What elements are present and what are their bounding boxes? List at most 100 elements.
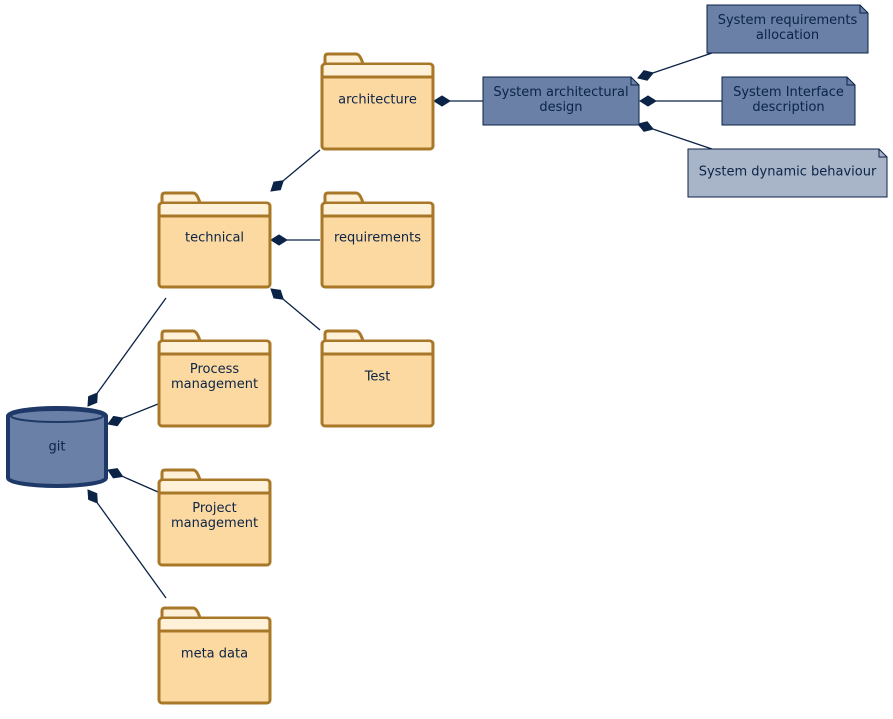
connector-technical-architecture — [270, 149, 321, 192]
folder-header-band — [324, 65, 431, 76]
folder-body — [157, 201, 272, 289]
connector-architecture-system-architectural-design — [433, 95, 483, 107]
composition-diamond — [107, 468, 124, 479]
connector-line — [122, 403, 159, 419]
folder-icon — [320, 191, 435, 289]
system-architectural-design-label-line-2: design — [539, 100, 582, 115]
note-icon — [687, 148, 888, 198]
connector-line — [122, 475, 159, 493]
folder-header-band — [324, 342, 431, 353]
composition-diamond — [87, 489, 98, 504]
connector-line — [652, 52, 713, 74]
connector-line — [96, 297, 167, 394]
system-dynamic-behaviour-label: System dynamic behaviour — [699, 165, 877, 180]
connector-design-system-dynamic-behaviour — [637, 121, 713, 150]
connector-git-project-management — [107, 468, 159, 493]
folder-body — [320, 201, 435, 289]
folder-icon — [157, 191, 272, 289]
test[interactable]: Test — [320, 329, 435, 428]
connector-design-system-requirements-allocation — [637, 52, 713, 81]
note-body — [687, 148, 888, 198]
git-label: git — [49, 440, 66, 455]
folder-icon — [320, 52, 435, 151]
note-icon — [706, 4, 869, 54]
meta-data[interactable]: meta data — [157, 606, 272, 705]
connector-git-technical — [87, 297, 167, 407]
note-icon — [721, 76, 856, 126]
architecture-label: architecture — [338, 93, 417, 108]
test-label: Test — [364, 370, 391, 385]
note-fold — [878, 149, 887, 158]
nodes: architecture technical requirementsProcess… — [6, 4, 888, 705]
connector-design-system-interface-description — [639, 95, 722, 107]
note-fold — [859, 5, 868, 14]
connector-git-meta-data — [87, 489, 167, 599]
note-fold — [846, 77, 855, 86]
connector-git-process-management — [107, 403, 159, 427]
system-interface-description-label-line-2: description — [752, 100, 824, 115]
note-body — [482, 76, 640, 126]
note-body — [706, 4, 869, 54]
connectors — [87, 52, 722, 599]
meta-data-label: meta data — [181, 647, 248, 662]
folder-body — [157, 616, 272, 705]
requirements-label: requirements — [334, 231, 421, 246]
folder-tab — [160, 468, 203, 482]
folder-body — [320, 339, 435, 428]
folder-tab — [323, 329, 366, 343]
composition-diamond — [270, 180, 284, 192]
connector-technical-requirements — [270, 234, 320, 246]
folder-tab — [323, 191, 366, 205]
composition-diamond — [637, 70, 655, 81]
folder-icon — [157, 606, 272, 705]
architecture[interactable]: architecture — [320, 52, 435, 151]
folder-header-band — [161, 619, 268, 630]
note-fold — [630, 77, 639, 86]
folder-icon — [157, 468, 272, 567]
folder-header-band — [324, 204, 431, 215]
folder-header-band — [161, 481, 268, 492]
composition-diamond — [637, 121, 655, 132]
connector-technical-test — [270, 288, 321, 331]
connector-line — [282, 298, 321, 331]
system-requirements-allocation-label-line-2: allocation — [756, 28, 819, 43]
project-management-label-line-2: management — [171, 516, 258, 531]
connector-line — [282, 149, 321, 182]
requirements[interactable]: requirements — [320, 191, 435, 289]
project-management-label-line-1: Project — [192, 501, 236, 516]
process-management-label-line-2: management — [171, 377, 258, 392]
note-icon — [482, 76, 640, 126]
technical[interactable]: technical — [157, 191, 272, 289]
system-architectural-design-label-line-1: System architectural — [493, 85, 628, 100]
folder-tab — [323, 52, 366, 66]
folder-tab — [160, 191, 203, 205]
system-interface-description-label-line-1: System Interface — [733, 85, 844, 100]
folder-body — [157, 339, 272, 428]
folder-tab — [160, 606, 203, 620]
composition-diamond — [270, 234, 288, 246]
system-dynamic-behaviour[interactable]: System dynamic behaviour — [687, 148, 888, 198]
folder-body — [320, 62, 435, 151]
folder-body — [157, 478, 272, 567]
composition-diamond — [87, 392, 98, 407]
connector-line — [96, 502, 167, 599]
folder-header-band — [161, 342, 268, 353]
connector-line — [652, 128, 713, 150]
technical-label: technical — [185, 231, 244, 246]
cylinder-top — [10, 409, 104, 423]
composition-diamond — [433, 95, 451, 107]
folder-tab — [160, 329, 203, 343]
git[interactable]: git — [6, 406, 108, 488]
system-requirements-allocation-label-line-1: System requirements — [718, 13, 858, 28]
folder-header-band — [161, 204, 268, 215]
composition-diamond — [639, 95, 657, 107]
note-body — [721, 76, 856, 126]
composition-diamond — [270, 288, 284, 300]
folder-icon — [157, 329, 272, 428]
